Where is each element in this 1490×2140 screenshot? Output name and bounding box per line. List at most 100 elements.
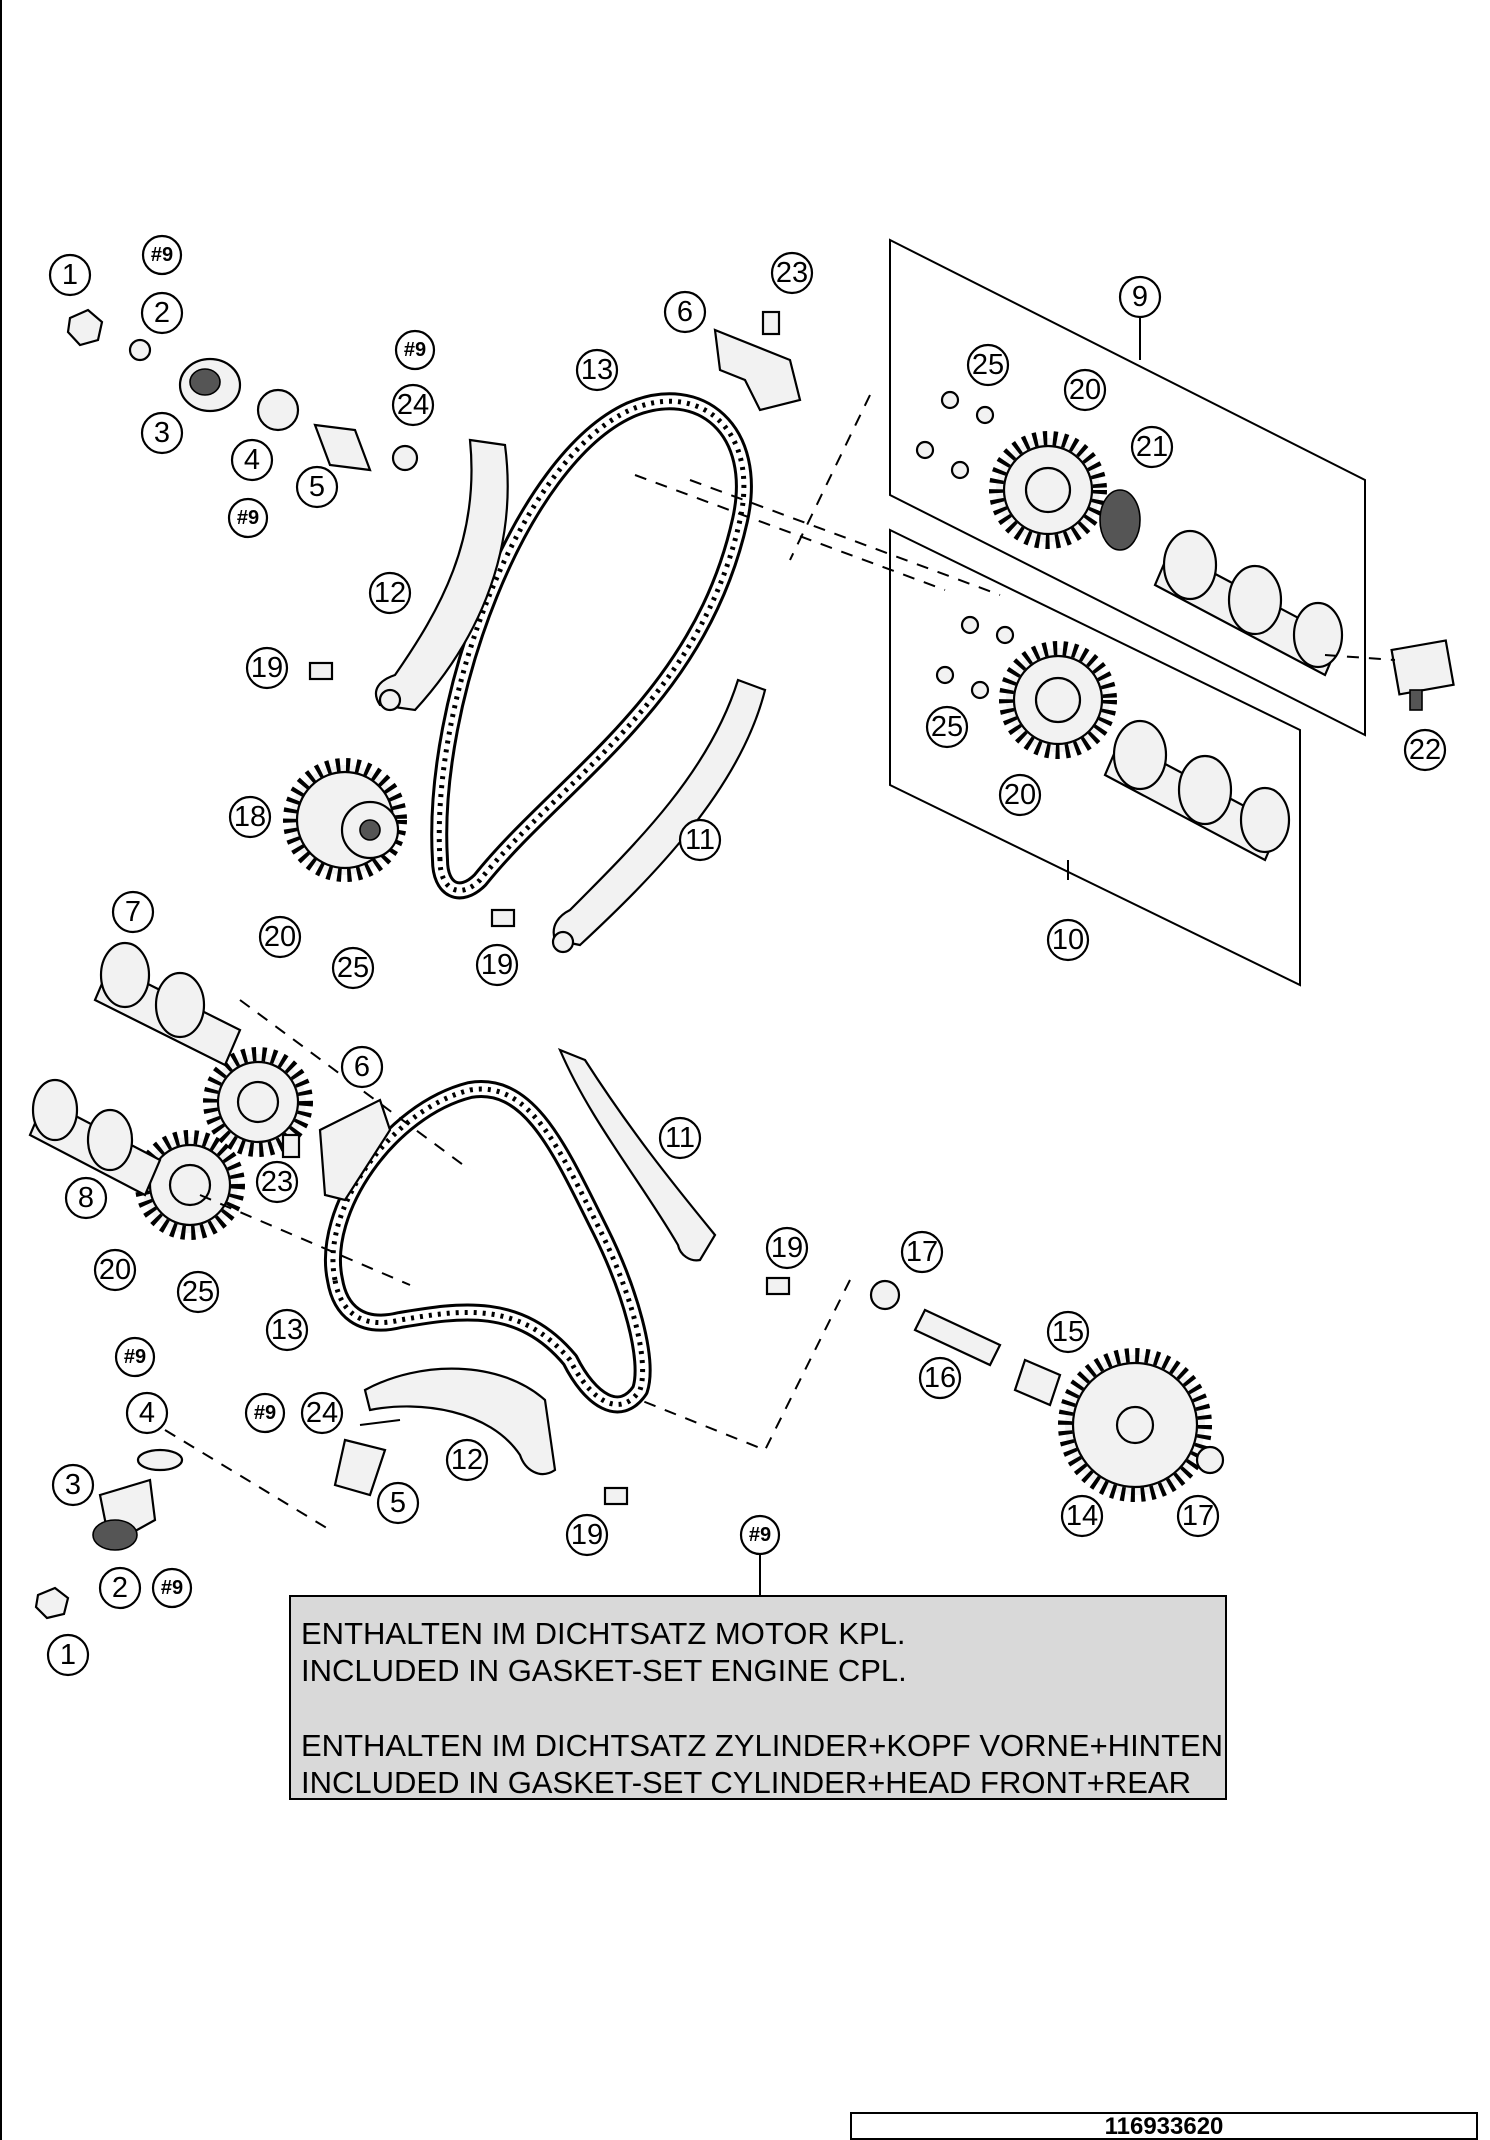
callout-21: 21 [1130,425,1174,469]
svg-text:16: 16 [924,1362,956,1394]
svg-text:#9: #9 [254,1402,276,1424]
kit-marker-9-d: #9 [114,1336,156,1378]
kit-marker-9-c: #9 [227,497,269,539]
svg-text:8: 8 [78,1182,94,1214]
lower-timing-chain [324,1080,652,1414]
svg-text:9: 9 [1132,281,1148,313]
callout-4-upper: 4 [230,438,274,482]
svg-text:21: 21 [1136,431,1168,463]
kit-marker-9-b: #9 [394,329,436,371]
callout-11-lower: 11 [658,1116,702,1160]
svg-text:22: 22 [1409,734,1441,766]
svg-text:11: 11 [665,1122,695,1154]
note-line-3: ENTHALTEN IM DICHTSATZ ZYLINDER+KOPF VOR… [301,1728,1224,1763]
callout-9: 9 [1118,275,1162,319]
svg-text:12: 12 [374,577,406,609]
callout-18: 18 [228,795,272,839]
svg-text:19: 19 [771,1232,803,1264]
svg-text:1: 1 [60,1639,76,1671]
callout-3-upper: 3 [140,411,184,455]
seal-ring-4-upper [256,388,300,432]
shaft-16 [913,1308,1002,1367]
bolt-19-d [603,1486,629,1506]
callout-19-c: 19 [765,1226,809,1270]
callout-22: 22 [1403,728,1447,772]
svg-text:12: 12 [451,1444,483,1476]
bolt-23-b [281,1133,301,1159]
seal-ring-4-lower [136,1448,184,1472]
svg-text:#9: #9 [151,244,173,266]
svg-text:17: 17 [906,1236,938,1268]
bolt-19-c [765,1276,791,1296]
svg-text:6: 6 [677,296,693,328]
screw-plug-1-upper [66,308,104,347]
svg-text:1: 1 [62,259,78,291]
callout-25-middle: 25 [925,705,969,749]
svg-text:13: 13 [271,1314,303,1346]
camshaft-7 [93,941,242,1067]
seal-24-lower [359,1419,401,1426]
bolt-23-a [761,310,781,336]
washer-17-b [1195,1445,1225,1475]
callout-15: 15 [1046,1310,1090,1354]
bushing-15 [1013,1358,1062,1407]
svg-text:#9: #9 [124,1346,146,1368]
callout-19-d: 19 [565,1513,609,1557]
camshaft-8 [28,1078,162,1197]
seal-ring-2-upper [128,338,152,362]
svg-text:24: 24 [397,389,429,421]
kit-marker-9-g: #9 [739,1514,781,1556]
kit-marker-9-e: #9 [244,1392,286,1434]
svg-text:3: 3 [154,417,170,449]
seal-24-upper [391,444,419,472]
svg-text:20: 20 [1004,779,1036,811]
callout-16: 16 [918,1356,962,1400]
nuts-25-middle [935,615,1015,700]
callout-17-upper: 17 [900,1230,944,1274]
kit-marker-9-f: #9 [151,1567,193,1609]
svg-text:19: 19 [481,949,513,981]
callout-25-lower-b: 25 [176,1270,220,1314]
svg-text:14: 14 [1066,1500,1098,1532]
svg-text:24: 24 [306,1397,338,1429]
svg-text:15: 15 [1052,1316,1084,1348]
kit-marker-9-a: #9 [141,234,183,276]
svg-text:11: 11 [685,824,715,856]
svg-text:#9: #9 [749,1524,771,1546]
svg-text:19: 19 [571,1519,603,1551]
callout-12-lower: 12 [445,1438,489,1482]
callout-13-lower: 13 [265,1308,309,1352]
svg-text:13: 13 [581,354,613,386]
callout-3-lower: 3 [51,1463,95,1507]
svg-text:3: 3 [65,1469,81,1501]
svg-text:7: 7 [125,896,141,928]
callout-8: 8 [64,1176,108,1220]
piston-5-upper [313,423,372,472]
callout-25-upper: 25 [966,343,1010,387]
callout-10: 10 [1046,918,1090,962]
sensor-22 [1390,639,1455,711]
callout-1-upper: 1 [48,253,92,297]
callout-6-lower: 6 [340,1045,384,1089]
tensioner-rail-upper [374,438,509,712]
callout-25-lower-a: 25 [331,946,375,990]
callout-20-middle: 20 [998,773,1042,817]
camshaft-upper-kit9 [1153,529,1344,677]
svg-text:23: 23 [776,257,808,289]
chain-tensioner-6-upper [713,328,802,412]
svg-text:25: 25 [182,1276,214,1308]
camshaft-gear-20-upper-b [999,641,1117,759]
gasket-set-note: ENTHALTEN IM DICHTSATZ MOTOR KPL. INCLUD… [289,1595,1227,1800]
nuts-25-upper [915,390,995,480]
callout-17-lower: 17 [1176,1494,1220,1538]
document-number: 116933620 [1104,2113,1224,2140]
svg-text:5: 5 [309,471,325,503]
callout-7: 7 [111,890,155,934]
kit-10-bracket [889,528,1301,987]
piston-5-lower [333,1438,387,1497]
svg-text:#9: #9 [161,1577,183,1599]
callout-13-upper: 13 [575,348,619,392]
svg-text:#9: #9 [404,339,426,361]
bolt-19-b [490,908,516,928]
